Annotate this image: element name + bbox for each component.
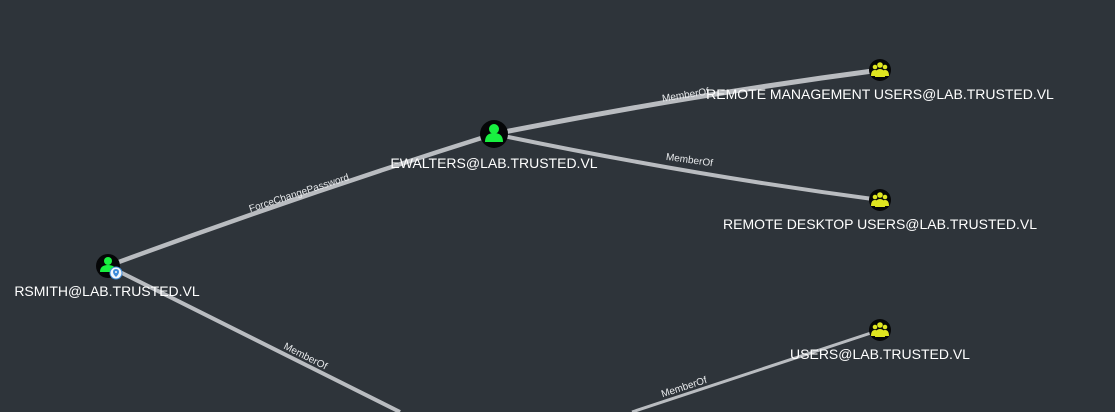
node-remote-management-users[interactable]: REMOTE MANAGEMENT USERS@LAB.TRUSTED.VL <box>706 59 1054 102</box>
edge-line[interactable] <box>493 132 881 202</box>
node-label: EWALTERS@LAB.TRUSTED.VL <box>390 155 597 171</box>
owned-marker-icon <box>109 266 123 280</box>
node-users[interactable]: USERS@LAB.TRUSTED.VL <box>790 319 970 362</box>
edge-label: MemberOf <box>661 86 710 104</box>
group-icon <box>871 322 889 337</box>
node-label: REMOTE DESKTOP USERS@LAB.TRUSTED.VL <box>723 216 1037 232</box>
node-label: USERS@LAB.TRUSTED.VL <box>790 346 970 362</box>
edge-label: ForceChangePassword <box>248 172 351 215</box>
edge-line[interactable] <box>107 131 495 269</box>
node-ewalters[interactable]: EWALTERS@LAB.TRUSTED.VL <box>390 120 598 171</box>
node-label: RSMITH@LAB.TRUSTED.VL <box>14 283 200 299</box>
edge-memberof-users[interactable]: MemberOf <box>631 328 881 412</box>
edge-label: MemberOf <box>660 375 709 400</box>
node-label: REMOTE MANAGEMENT USERS@LAB.TRUSTED.VL <box>706 86 1054 102</box>
node-rsmith[interactable]: RSMITH@LAB.TRUSTED.VL <box>14 254 200 299</box>
node-remote-desktop-users[interactable]: REMOTE DESKTOP USERS@LAB.TRUSTED.VL <box>723 189 1037 232</box>
group-icon <box>871 192 889 207</box>
edge-line[interactable] <box>107 264 401 412</box>
group-icon <box>871 62 889 77</box>
edge-line[interactable] <box>493 67 881 137</box>
edge-memberof-remote-management[interactable]: MemberOf <box>493 67 881 137</box>
edge-forcechangepassword[interactable]: ForceChangePassword <box>107 131 495 269</box>
edge-line[interactable] <box>631 328 881 412</box>
user-icon <box>485 124 503 142</box>
